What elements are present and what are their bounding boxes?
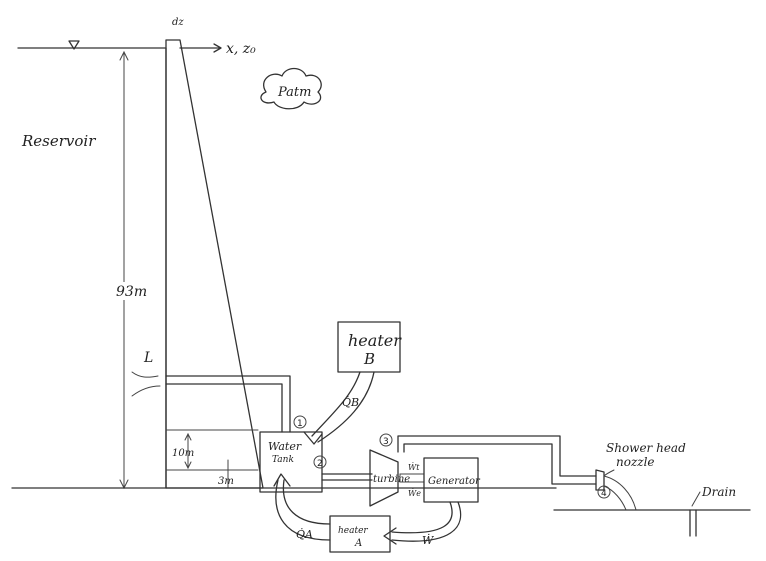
drain-leader-line xyxy=(691,491,701,507)
heater-b-box[interactable] xyxy=(337,321,401,373)
generator-box[interactable] xyxy=(423,457,479,503)
pipe-to-shower-outer xyxy=(397,435,597,477)
height-10-bottom-arrow xyxy=(184,461,192,470)
electric-work-label: Ẇe xyxy=(408,489,421,498)
height-93-label-bg xyxy=(114,282,148,300)
work-arrow-inner xyxy=(391,501,453,534)
water-level-symbol xyxy=(68,40,80,50)
height-93-top-arrow xyxy=(119,50,129,61)
station-1-label: 1 xyxy=(297,419,303,429)
dz-label: dz xyxy=(172,17,184,28)
generator-label: Generator xyxy=(428,476,481,487)
heater-b-title: heater xyxy=(348,331,402,350)
heat-a-label: Q̇A xyxy=(296,528,313,541)
pipe-to-shower-inner xyxy=(403,443,597,485)
heat-b-arrow-right xyxy=(317,371,375,443)
heater-b-letter: B xyxy=(363,350,375,368)
heat-b-label: Q̇B xyxy=(342,396,359,409)
axis-arrowhead xyxy=(213,43,222,53)
reservoir-label: Reservoir xyxy=(21,132,96,150)
shower-nozzle xyxy=(595,469,605,491)
station-3-label: 3 xyxy=(383,437,389,447)
heat-a-arrow-inner xyxy=(282,479,331,525)
shower-label-line1: Shower head xyxy=(606,441,686,455)
water-spray-lower xyxy=(603,485,627,511)
turbine-work-label: Ẇt xyxy=(408,463,420,472)
heat-b-arrow-left xyxy=(311,371,361,437)
inlet-arrow-upper xyxy=(131,371,159,378)
height-93-label: 93m xyxy=(116,284,147,300)
height-3-label: 3m xyxy=(218,476,234,487)
water-tank-label-line2: Tank xyxy=(272,455,294,465)
turbine-label: turbine xyxy=(373,474,410,485)
shower-label-line2: nozzle xyxy=(616,455,655,469)
penstock-inner xyxy=(165,383,283,433)
heater-a-title: heater xyxy=(338,526,368,536)
station-2-circle xyxy=(313,455,327,469)
axis-label: x, z₀ xyxy=(226,41,256,57)
turbine-body[interactable] xyxy=(369,449,399,507)
work-to-heater-label: Ẇ xyxy=(422,533,435,547)
work-arrowhead xyxy=(383,527,397,545)
heater-a-box[interactable] xyxy=(329,515,391,553)
penstock-outer xyxy=(165,375,291,433)
water-spray-upper xyxy=(603,475,637,511)
station-2-label: 2 xyxy=(317,459,323,469)
heat-a-arrow-outer xyxy=(275,479,331,541)
station-4-label: 4 xyxy=(601,489,607,499)
work-arrow-outer xyxy=(391,501,462,542)
heat-b-arrowhead xyxy=(303,431,323,445)
height-10-top-arrow xyxy=(184,432,192,441)
station-1-circle xyxy=(293,415,307,429)
patm-label: Patm xyxy=(277,85,311,100)
dam-wall xyxy=(165,39,264,489)
drain-label: Drain xyxy=(701,485,736,499)
atmosphere-cloud xyxy=(260,67,322,110)
shower-leader-line xyxy=(603,469,615,477)
water-tank-label-line1: Water xyxy=(268,440,302,453)
station-4-circle xyxy=(597,485,611,499)
inlet-label: L xyxy=(143,350,153,366)
water-tank-box xyxy=(259,431,323,493)
height-10-label: 10m xyxy=(172,448,194,459)
station-3-circle xyxy=(379,433,393,447)
heater-a-letter: A xyxy=(354,538,362,549)
inlet-arrow-lower xyxy=(131,385,161,397)
heat-a-arrowhead xyxy=(273,473,291,487)
